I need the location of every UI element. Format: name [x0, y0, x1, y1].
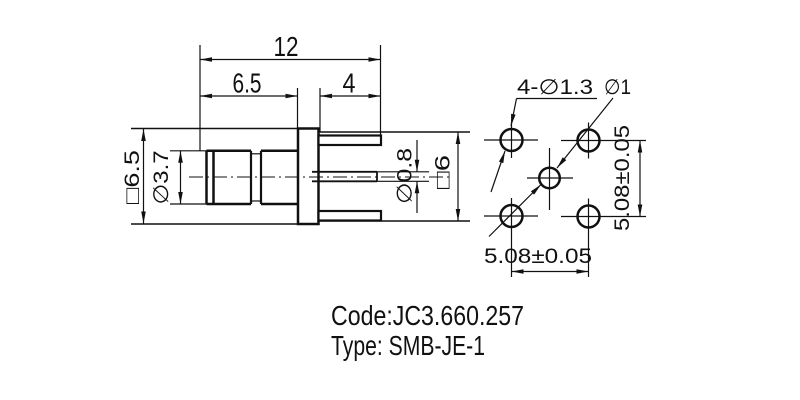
label-corner-holes: 4-∅1.3	[517, 76, 593, 99]
dimension-text-body-length: 6.5	[233, 68, 262, 99]
dimension-text-barrel-diameter: ∅3.7	[150, 151, 173, 205]
center-hole-leader-arrow	[556, 97, 614, 169]
bottom-ground-pin	[317, 209, 383, 222]
type-text: Type: SMB-JE-1	[331, 330, 485, 361]
center-pin-hole	[537, 166, 562, 190]
dimension-text-vertical-pitch: 5.08±0.05	[611, 125, 634, 231]
flange-plate	[296, 127, 320, 226]
dimension-text-flange-square: □6	[432, 155, 455, 189]
mounting-hole-top-left	[499, 127, 524, 153]
dimension-text-pin-diameter: ∅0.8	[394, 148, 417, 204]
code-text: Code:JC3.660.257	[331, 300, 524, 331]
top-ground-pin	[317, 134, 383, 147]
corner-holes-leader-arrow-upper	[510, 98, 518, 127]
label-center-hole: ∅1	[604, 76, 631, 99]
footprint-view: 4-∅1.3 ∅1 5.08±0.05 5.08±0.05	[484, 76, 646, 277]
side-view: 12 6.5 4 □6.5 ∅3.7 ∅0.8 □6	[121, 31, 470, 226]
dimension-text-body-square: □6.5	[121, 150, 144, 204]
dimension-text-pin-length: 4	[343, 68, 356, 99]
corner-holes-leader-arrow-lower	[490, 150, 506, 193]
dimension-text-overall-length: 12	[274, 31, 299, 62]
mounting-hole-bottom-right	[576, 204, 601, 229]
dimension-text-horizontal-pitch: 5.08±0.05	[484, 245, 592, 268]
center-hole-leader-tail-arrow	[488, 184, 542, 237]
title-block: Code:JC3.660.257 Type: SMB-JE-1	[331, 300, 524, 361]
mounting-hole-bottom-left	[499, 203, 524, 229]
